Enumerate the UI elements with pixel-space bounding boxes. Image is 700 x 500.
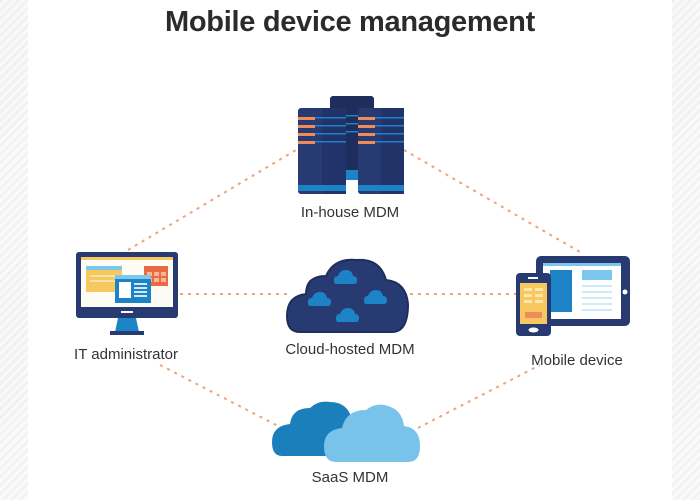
connector-saas-mobile <box>417 364 541 429</box>
node-label-in-house-mdm: In-house MDM <box>300 204 400 221</box>
connector-it-admin-saas <box>159 364 283 429</box>
diagram-title: Mobile device management <box>165 6 535 38</box>
node-label-saas-mdm: SaaS MDM <box>311 469 389 486</box>
background-stripes-right <box>672 0 700 500</box>
node-label-cloud-hosted-mdm: Cloud-hosted MDM <box>285 341 415 358</box>
node-label-it-administrator: IT administrator <box>74 346 178 363</box>
desktop-monitor-icon <box>76 252 178 335</box>
double-cloud-icon <box>272 401 420 462</box>
server-icon <box>298 96 404 194</box>
connectors <box>127 149 581 429</box>
background-stripes-left <box>0 0 28 500</box>
node-label-mobile-device: Mobile device <box>531 352 623 369</box>
phone-tablet-icon <box>516 256 630 336</box>
cloud-icon <box>285 258 410 333</box>
connector-in-house-mobile <box>403 149 581 253</box>
connector-it-admin-in-house <box>127 149 297 251</box>
